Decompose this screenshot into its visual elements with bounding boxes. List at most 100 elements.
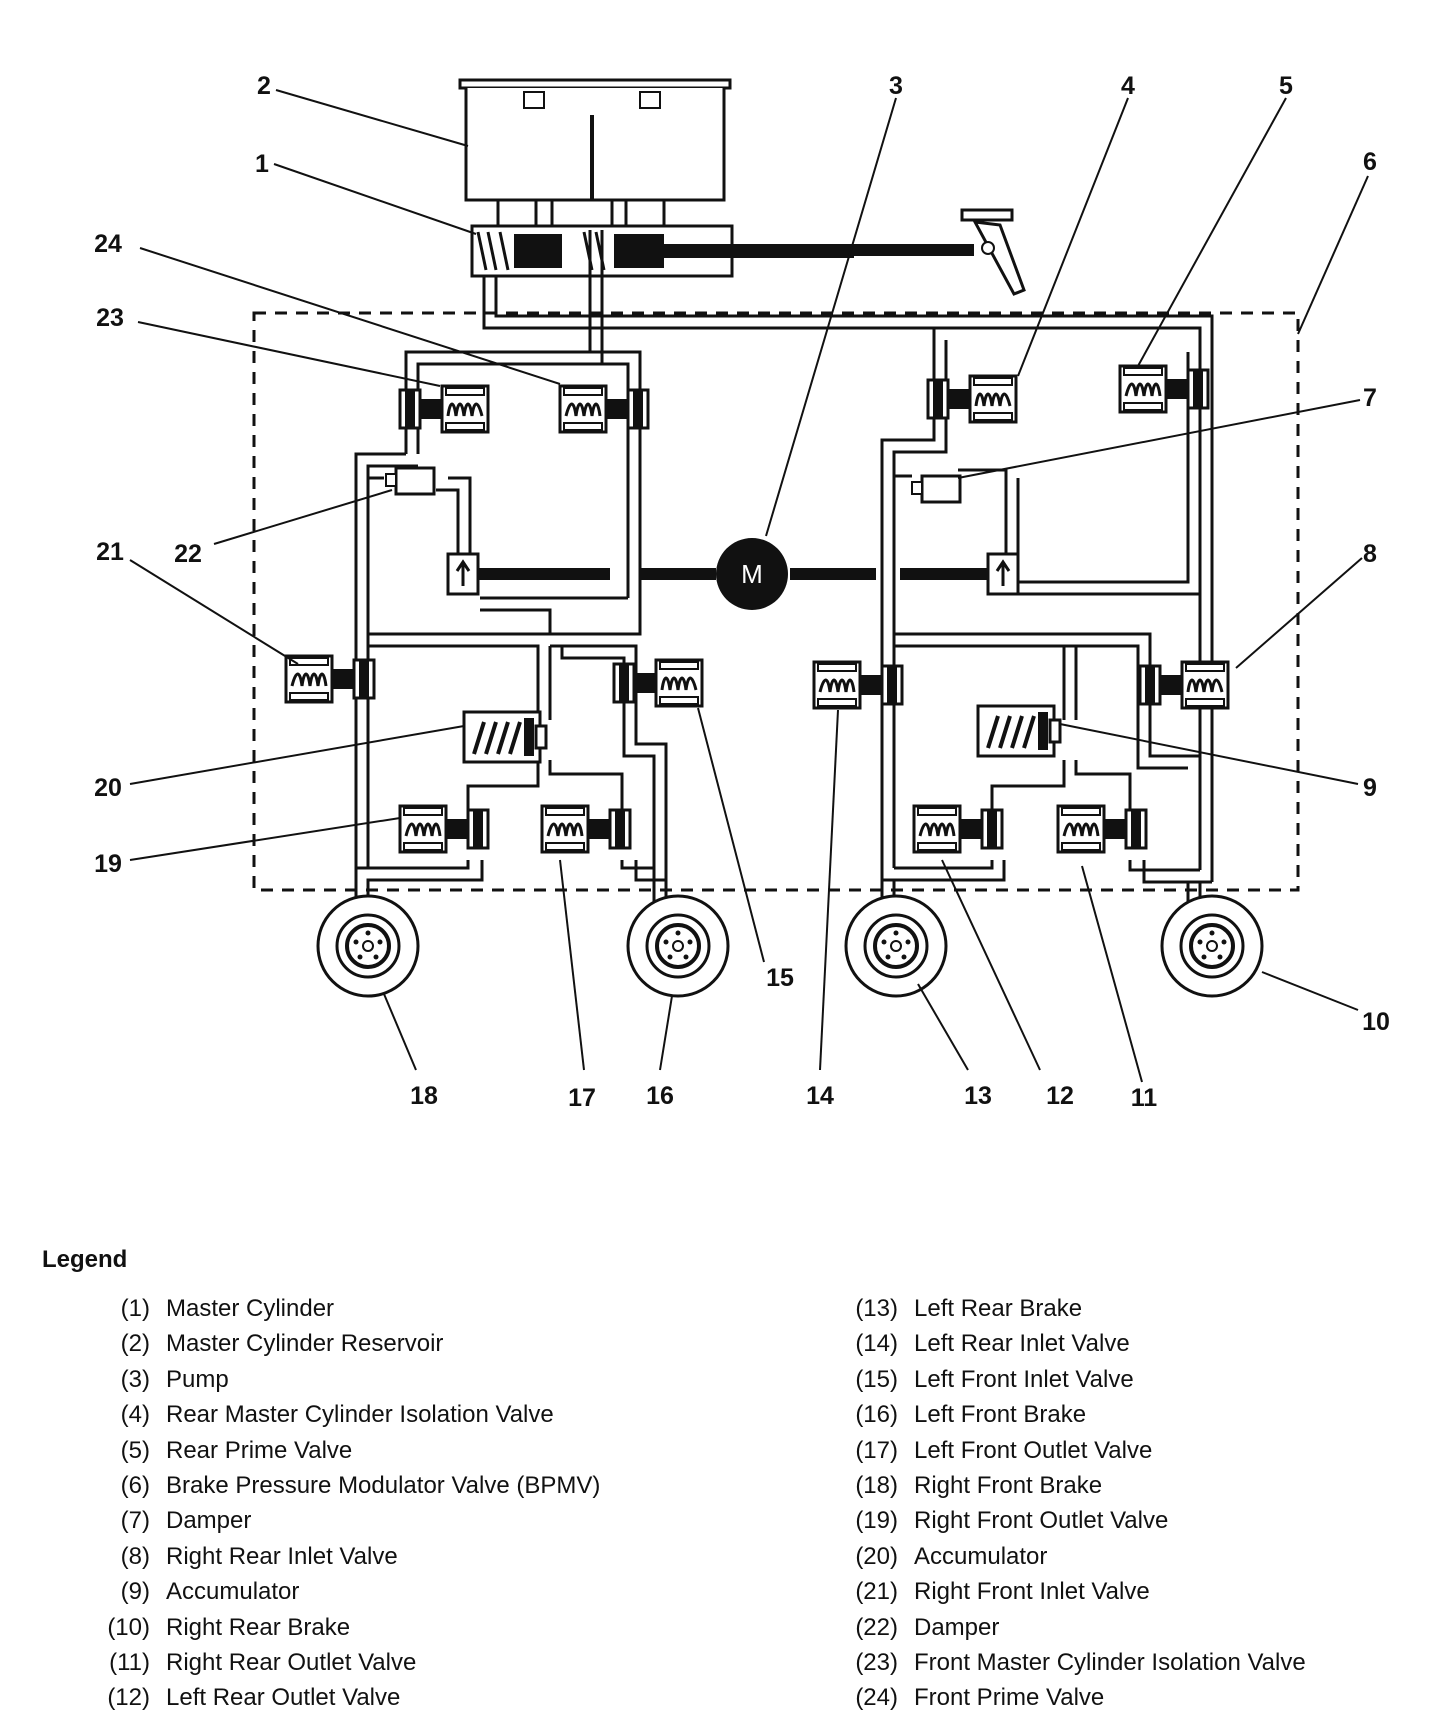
- legend-item: (10)Right Rear Brake: [90, 1613, 600, 1648]
- right-rear-brake-wheel: [1160, 894, 1264, 998]
- pump-motor: M: [474, 538, 998, 610]
- front-mc-isolation-valve: [398, 384, 490, 434]
- accumulator-20: [462, 710, 548, 764]
- callout-4: 4: [1121, 72, 1135, 100]
- legend-number: (16): [855, 1401, 898, 1429]
- legend-number: (5): [120, 1436, 150, 1464]
- legend-text: Right Front Brake: [914, 1471, 1103, 1499]
- callout-labels: 1 2 3 4 5 6 7 8 9 10 11 12 13 14 15 16 1…: [94, 72, 1390, 1112]
- legend-text: Right Rear Brake: [166, 1613, 351, 1641]
- callout-8: 8: [1363, 540, 1377, 568]
- right-front-inlet-valve: [284, 654, 376, 704]
- legend-number: (13): [855, 1295, 898, 1322]
- legend-number: (20): [855, 1542, 898, 1570]
- legend-item: (17) Left Front Outlet Valve: [838, 1436, 1306, 1471]
- callout-13: 13: [964, 1082, 992, 1110]
- rear-mc-isolation-valve: [926, 374, 1018, 424]
- damper-7: [910, 474, 962, 504]
- legend-item: (7) Damper: [90, 1506, 600, 1541]
- legend-number: (14): [855, 1330, 898, 1358]
- legend-item: (16) Left Front Brake: [838, 1400, 1306, 1435]
- left-front-brake-wheel: [626, 894, 730, 998]
- legend-item: (19) Right Front Outlet Valve: [838, 1506, 1306, 1541]
- legend-number: (7): [120, 1507, 150, 1535]
- accumulator-9: [976, 704, 1062, 758]
- callout-20: 20: [94, 774, 122, 802]
- legend-number: (18): [855, 1471, 898, 1499]
- legend-text: Master Cylinder Reservoir: [166, 1330, 444, 1358]
- damper-22: [384, 466, 436, 496]
- callout-1: 1: [255, 150, 269, 178]
- callout-3: 3: [889, 72, 903, 100]
- callout-5: 5: [1279, 72, 1293, 100]
- legend-column-right: (13) Left Rear Brake (14) Left Rear Inlet …: [838, 1294, 1306, 1719]
- legend-item: (11)Right Rear Outlet Valve: [90, 1648, 600, 1683]
- legend-item: (13) Left Rear Brake: [838, 1294, 1306, 1329]
- callout-7: 7: [1363, 384, 1377, 412]
- callout-22: 22: [174, 540, 202, 568]
- right-front-brake-wheel: [316, 894, 420, 998]
- legend-number: (23): [855, 1648, 898, 1676]
- legend-text: Right Rear Inlet Valve: [166, 1542, 398, 1570]
- legend-number: (12): [107, 1684, 150, 1712]
- master-cylinder-reservoir: [458, 78, 732, 228]
- legend-text: Right Front Outlet Valve: [914, 1507, 1169, 1535]
- rear-prime-valve: [1118, 364, 1210, 414]
- callout-2: 2: [257, 72, 271, 100]
- legend-number: (3): [120, 1365, 150, 1393]
- legend-text: Left Front Brake: [914, 1401, 1087, 1429]
- legend-text: Right Rear Outlet Valve: [166, 1648, 417, 1676]
- legend-number: (2): [120, 1330, 150, 1358]
- left-front-inlet-valve: [612, 658, 704, 708]
- callout-23: 23: [96, 304, 124, 332]
- legend-item: (18) Right Front Brake: [838, 1471, 1306, 1506]
- legend-text: Damper: [166, 1507, 252, 1535]
- legend-number: (17): [855, 1436, 898, 1464]
- legend-number: (9): [120, 1578, 150, 1606]
- legend-item: (9)Accumulator: [90, 1577, 600, 1612]
- legend-number: (19): [855, 1507, 898, 1535]
- callout-10: 10: [1362, 1008, 1390, 1036]
- legend-item: (6)Brake Pressure Modulator Valve (BPMV): [90, 1471, 601, 1506]
- callout-18: 18: [410, 1082, 438, 1110]
- front-prime-valve: [558, 384, 650, 434]
- legend-item: (23) Front Master Cylinder Isolation Valv…: [838, 1648, 1306, 1683]
- callout-14: 14: [806, 1082, 834, 1110]
- legend-item: (15)Left Front Inlet Valve: [838, 1365, 1306, 1400]
- legend-text: Left Rear Inlet Valve: [914, 1330, 1130, 1358]
- bpmv-boundary: [252, 311, 1300, 892]
- legend-item: (14) Left Rear Inlet Valve: [838, 1329, 1306, 1364]
- legend-text: Rear Prime Valve: [166, 1436, 353, 1464]
- legend-item: (8)Right Rear Inlet Valve: [90, 1542, 600, 1577]
- legend-number: (4): [120, 1401, 150, 1429]
- legend-text: Left Front Outlet Valve: [914, 1436, 1153, 1464]
- left-rear-inlet-valve: [812, 660, 904, 710]
- callout-6: 6: [1363, 148, 1377, 176]
- legend-text: Right Front Inlet Valve: [914, 1578, 1150, 1606]
- legend-column-left: (1) Master Cylinder (2) Master Cylinder Re…: [90, 1294, 600, 1719]
- callout-12: 12: [1046, 1082, 1074, 1110]
- legend-text: Rear Master Cylinder Isolation Valve: [166, 1401, 554, 1429]
- legend-text: Left Front Inlet Valve: [914, 1365, 1134, 1393]
- legend-text: Damper: [914, 1613, 1000, 1641]
- legend-title: Legend: [42, 1246, 128, 1273]
- legend-text: Pump: [166, 1365, 229, 1393]
- legend-item: (21)Right Front Inlet Valve: [838, 1577, 1306, 1612]
- legend-item: (1) Master Cylinder: [90, 1294, 600, 1329]
- legend-number: (6): [120, 1471, 150, 1499]
- callout-17: 17: [568, 1084, 596, 1112]
- right-rear-inlet-valve: [1138, 660, 1230, 710]
- legend-item: (2) Master Cylinder Reservoir: [90, 1329, 600, 1364]
- legend-text: Master Cylinder: [166, 1295, 335, 1322]
- legend-item: (5) Rear Prime Valve: [90, 1436, 600, 1471]
- callout-11: 11: [1131, 1084, 1158, 1112]
- legend-number: (22): [855, 1613, 898, 1641]
- abs-hydraulic-diagram: M: [94, 72, 1390, 1112]
- legend-item: (22) Damper: [838, 1613, 1306, 1648]
- legend-text: Left Rear Brake: [914, 1295, 1083, 1322]
- legend-number: (1): [120, 1295, 150, 1322]
- callout-9: 9: [1363, 774, 1377, 802]
- left-pump-check: [446, 552, 480, 596]
- legend-text: Front Master Cylinder Isolation Valve: [914, 1648, 1306, 1676]
- legend-text: Front Prime Valve: [914, 1684, 1105, 1712]
